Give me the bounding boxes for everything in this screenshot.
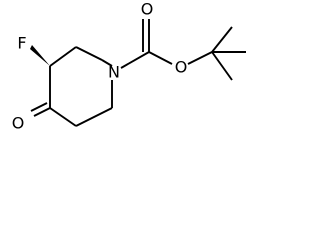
bond-c2-c3 bbox=[75, 46, 103, 61]
fluorine-label: F bbox=[17, 34, 26, 53]
bond-c4-o-ketone-2 bbox=[30, 102, 48, 112]
bond-c-quat-methyl-bottom bbox=[211, 51, 233, 81]
bond-o-ester-c-quat bbox=[187, 51, 213, 65]
bond-c-quat-methyl-top bbox=[211, 26, 233, 53]
ketone-oxygen-label: O bbox=[12, 114, 25, 133]
wedge-bond-c3-f bbox=[30, 45, 50, 66]
bond-c-carbonyl-o-ester bbox=[148, 51, 173, 65]
bond-c3-c2 bbox=[49, 46, 77, 67]
bond-n1-c-carbonyl bbox=[120, 51, 150, 69]
bond-c6-c5 bbox=[75, 107, 113, 127]
tert-butyl-3-fluoro-4-oxopiperidine-1-carboxylate-structure: F N O O O bbox=[12, 0, 246, 133]
ester-oxygen-label: O bbox=[175, 58, 188, 77]
bond-c4-o-ketone-1 bbox=[33, 107, 51, 117]
carbonyl-oxygen-label: O bbox=[141, 0, 154, 19]
bond-c5-c4 bbox=[49, 107, 77, 127]
ring-nitrogen-label: N bbox=[108, 63, 120, 82]
bond-c2-n1 bbox=[101, 59, 113, 67]
